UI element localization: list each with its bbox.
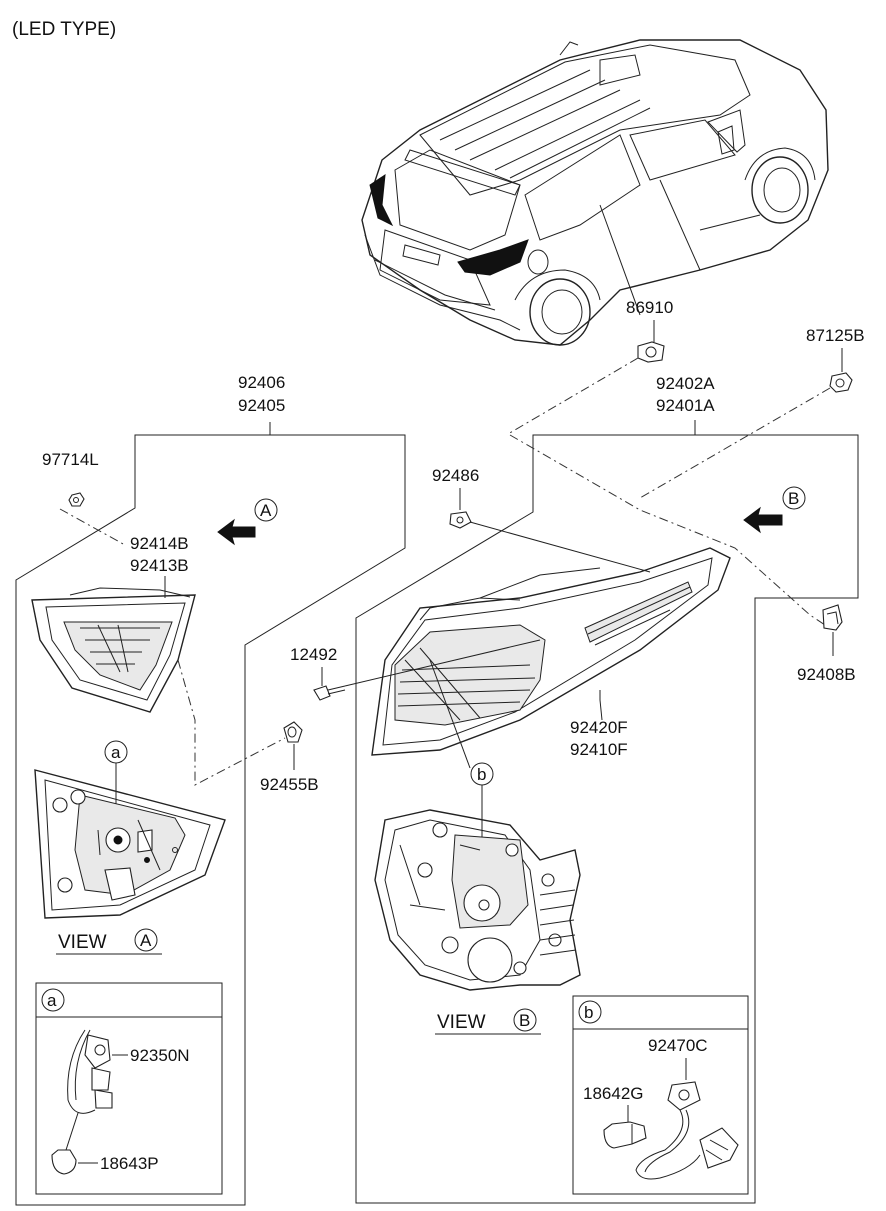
clip-87125B-icon [829, 372, 853, 393]
view-a-illustration [34, 769, 226, 919]
view-a-circle [134, 928, 158, 952]
screw-92486-icon [449, 511, 472, 529]
view-arrow-b-icon [743, 486, 806, 534]
view-b-circle [513, 1008, 537, 1032]
part-label-92455B: 92455B [260, 775, 319, 794]
leader-92420F [599, 690, 603, 721]
clip-86910-icon [637, 341, 665, 363]
leader-86910-dash [507, 357, 639, 435]
leader-b-to-lamp [429, 659, 471, 769]
part-label-92414B: 92414B [130, 534, 189, 553]
part-label-92410F: 92410F [570, 740, 628, 759]
part-label-92420F: 92420F [570, 718, 628, 737]
outer-lamp-assembly-box [355, 420, 859, 1204]
view-b-text: VIEW [437, 1012, 486, 1033]
clip-92408B-icon [822, 604, 843, 631]
part-label-92408B: 92408B [797, 665, 856, 684]
part-label-92401A: 92401A [656, 396, 715, 415]
view-a-letter: A [140, 931, 152, 950]
leader-92408B-dash [509, 434, 826, 626]
inner-lamp-92414B [31, 587, 196, 713]
bulb-18642G-icon [603, 1121, 647, 1149]
view-arrow-a-icon [217, 498, 278, 546]
leader-87125B-dash [639, 387, 831, 499]
socket-92470C [635, 1081, 739, 1180]
part-label-86910: 86910 [626, 298, 673, 317]
detail-box-b [572, 995, 749, 1195]
nut-97714L-icon [68, 492, 85, 507]
grommet-92455B-icon [283, 721, 303, 743]
detail-box-b-label: b [584, 1003, 593, 1022]
part-label-92406: 92406 [238, 373, 285, 392]
screw-12492-icon [313, 685, 346, 701]
leader-97714L [59, 508, 126, 546]
part-label-18643P: 18643P [100, 1154, 159, 1173]
car-illustration [361, 39, 829, 346]
callout-A: A [260, 501, 272, 520]
part-label-92413B: 92413B [130, 556, 189, 575]
view-b-letter: B [519, 1011, 530, 1030]
view-a-text: VIEW [58, 932, 107, 953]
view-b-illustration [374, 809, 581, 991]
leader-92455B-dash [177, 659, 286, 786]
callout-B: B [788, 489, 799, 508]
detail-box-a [35, 982, 223, 1195]
part-label-92486: 92486 [432, 466, 479, 485]
leader-92486-line [469, 521, 651, 573]
detail-box-a-label: a [47, 991, 57, 1010]
part-label-92405: 92405 [238, 396, 285, 415]
leader-12492-line [344, 639, 541, 687]
part-label-97714L: 97714L [42, 450, 99, 469]
part-label-92350N: 92350N [130, 1046, 190, 1065]
part-label-92402A: 92402A [656, 374, 715, 393]
part-label-12492: 12492 [290, 645, 337, 664]
part-label-18642G: 18642G [583, 1084, 644, 1103]
outer-lamp-92420F [371, 547, 731, 756]
socket-92350N [67, 1029, 113, 1114]
bulb-18643P-icon [51, 1149, 77, 1175]
part-label-87125B: 87125B [806, 326, 865, 345]
inner-lamp-assembly-box [15, 422, 406, 1206]
diagram-title: (LED TYPE) [12, 19, 116, 40]
callout-b: b [477, 765, 486, 784]
bulb-stem-18643P [65, 1112, 79, 1151]
callout-a: a [111, 743, 121, 762]
part-label-92470C: 92470C [648, 1036, 708, 1055]
